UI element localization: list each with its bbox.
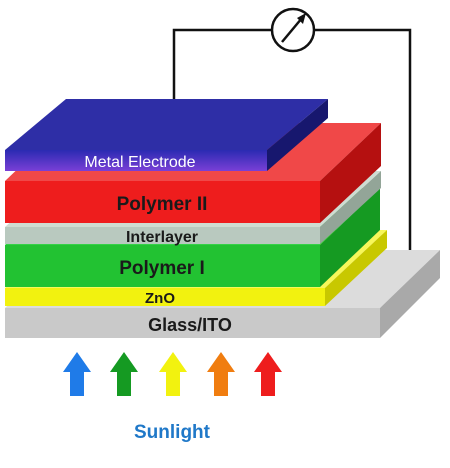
sunlight-arrows (63, 352, 282, 396)
layer-label-metal-electrode: Metal Electrode (84, 154, 195, 171)
sunlight-caption: Sunlight (134, 422, 211, 443)
layer-label-interlayer: Interlayer (126, 229, 198, 246)
sunlight-arrow-red (254, 352, 282, 396)
circuit-wire (172, 28, 412, 252)
layer-label-polymer-2: Polymer II (117, 194, 208, 215)
layer-label-glass-ito: Glass/ITO (148, 315, 232, 335)
sunlight-arrow-green (110, 352, 138, 396)
sunlight-arrow-yellow (159, 352, 187, 396)
ammeter-icon (270, 7, 316, 53)
sunlight-arrow-blue (63, 352, 91, 396)
layer-metal-electrode: Metal Electrode (5, 99, 328, 171)
layer-label-zno: ZnO (145, 290, 175, 307)
layer-label-polymer-1: Polymer I (119, 258, 205, 279)
sunlight-arrow-orange (207, 352, 235, 396)
